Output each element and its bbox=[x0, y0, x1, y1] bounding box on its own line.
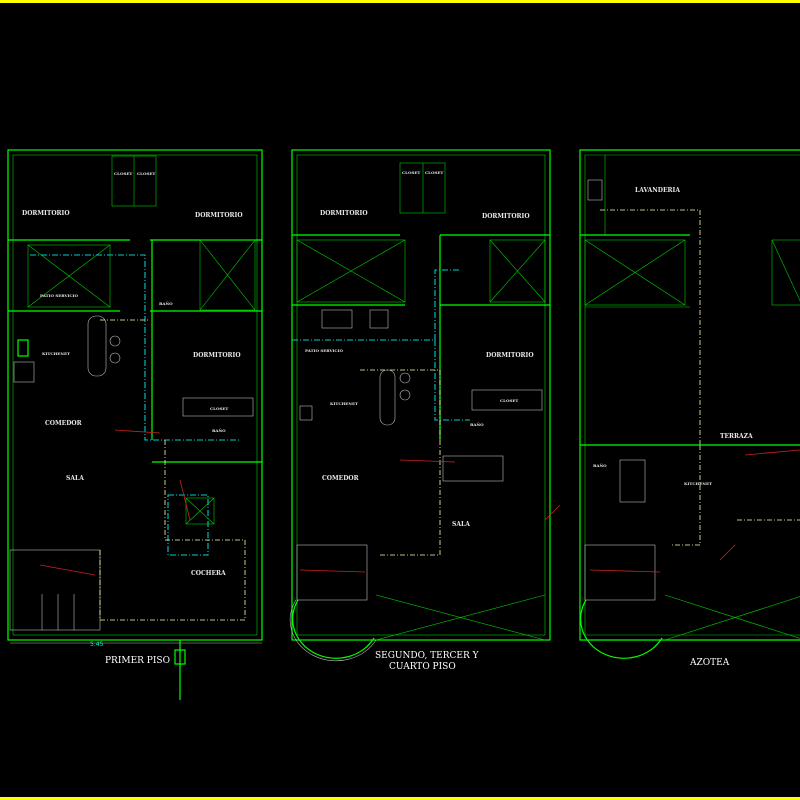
room-label: CLOSET bbox=[114, 171, 132, 176]
room-label: COMEDOR bbox=[45, 420, 83, 427]
room-label: PATIO SERVICIO bbox=[40, 293, 78, 298]
room-label: TERRAZA bbox=[720, 433, 753, 440]
plan-title: PRIMER PISO bbox=[105, 656, 170, 666]
room-label: BAÑO bbox=[212, 428, 226, 433]
plan-title-line2: CUARTO PISO bbox=[389, 662, 456, 672]
room-label: DORMITORIO bbox=[22, 210, 70, 217]
room-label: KITCHENET bbox=[330, 401, 358, 406]
room-label: DORMITORIO bbox=[193, 352, 241, 359]
plan-primer-piso: 5.45 DORMITORIO DORMITORIO CLOSET CLOSET… bbox=[7, 149, 263, 700]
room-label: SALA bbox=[452, 521, 470, 528]
room-label: KITCHENET bbox=[42, 351, 70, 356]
room-label: CLOSET bbox=[402, 170, 420, 175]
plan-title-line1: SEGUNDO, TERCER Y bbox=[375, 651, 480, 661]
room-label: BAÑO bbox=[593, 463, 607, 468]
room-label: CLOSET bbox=[210, 406, 228, 411]
room-label: DORMITORIO bbox=[486, 352, 534, 359]
room-label: KITCHENET bbox=[684, 481, 712, 486]
room-label: CLOSET bbox=[500, 398, 518, 403]
room-label: CLOSET bbox=[137, 171, 155, 176]
room-label: DORMITORIO bbox=[482, 213, 530, 220]
plan-title: AZOTEA bbox=[689, 658, 730, 668]
room-label: COCHERA bbox=[191, 570, 226, 577]
room-label: BAÑO bbox=[159, 301, 173, 306]
room-label: DORMITORIO bbox=[195, 212, 243, 219]
room-label: COMEDOR bbox=[322, 475, 360, 482]
room-label: PATIO SERVICIO bbox=[305, 348, 343, 353]
plan-azotea: LAVANDERIA TERRAZA BAÑO KITCHENET AZOTEA bbox=[579, 149, 800, 668]
plan-segundo-tercer-cuarto-piso: DORMITORIO DORMITORIO CLOSET CLOSET PATI… bbox=[289, 149, 561, 672]
room-label: SALA bbox=[66, 475, 84, 482]
room-label: DORMITORIO bbox=[320, 210, 368, 217]
room-label: LAVANDERIA bbox=[635, 187, 680, 194]
dimension-label: 5.45 bbox=[90, 641, 104, 648]
room-label: BAÑO bbox=[470, 422, 484, 427]
room-label: CLOSET bbox=[425, 170, 443, 175]
